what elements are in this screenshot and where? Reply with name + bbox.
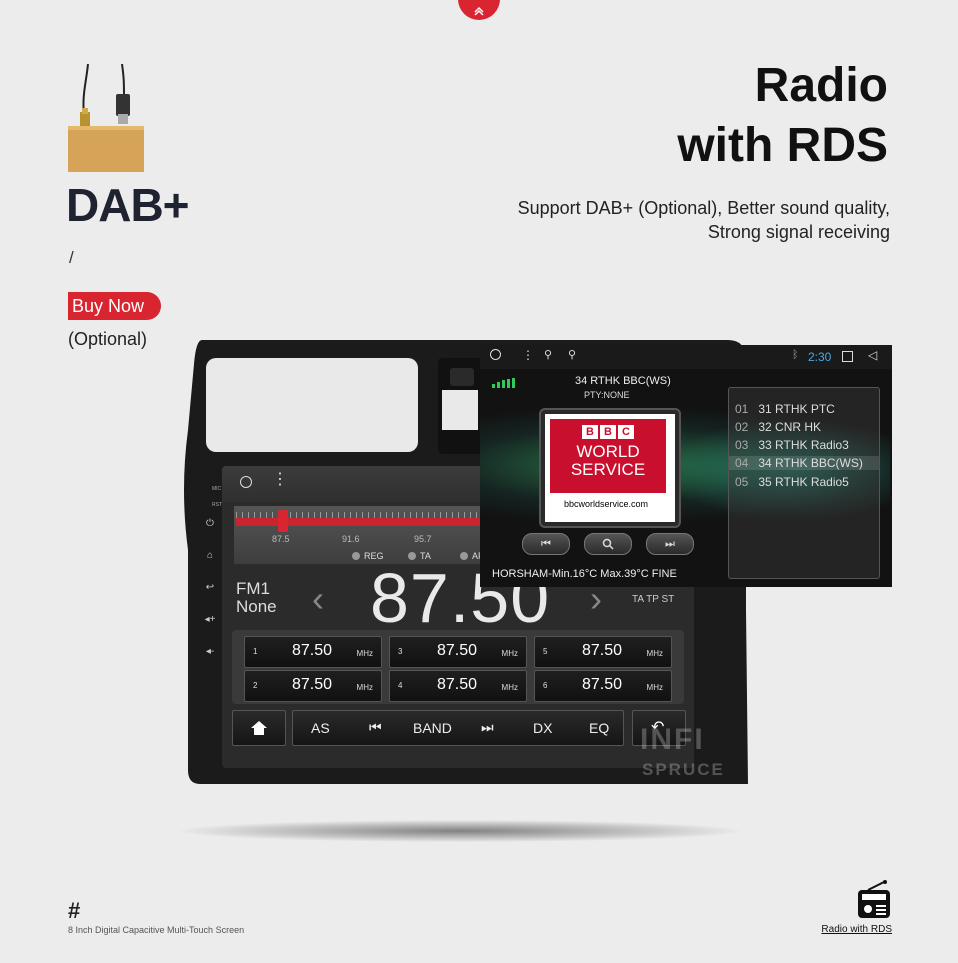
pty-text: PTY:NONE — [584, 390, 630, 400]
rds-previous-button[interactable]: ⏮ — [522, 533, 570, 555]
subtitle-line-1: Support DAB+ (Optional), Better sound qu… — [517, 198, 890, 218]
home-icon[interactable]: ⌂ — [206, 550, 214, 561]
buy-now-button[interactable]: Buy Now — [68, 292, 161, 320]
tuner-bar — [236, 518, 694, 526]
rds-screen: ⋮ ⚲ ⚲ ᛒ 2:30 ◁ 34 RTHK BBC(WS) PTY:NONE … — [480, 345, 892, 587]
tick-label: 95.7 — [414, 534, 432, 544]
heading-line-2: with RDS — [677, 119, 888, 172]
back-icon[interactable]: ↩ — [205, 582, 215, 593]
menu-dots-icon[interactable]: ⋮ — [522, 348, 534, 362]
reg-checkbox[interactable]: REG — [352, 551, 384, 561]
footer-right-caption[interactable]: Radio with RDS — [821, 924, 892, 935]
home-icon — [251, 721, 267, 735]
signal-strength-icon — [492, 378, 515, 388]
back-triangle-icon[interactable]: ◁ — [868, 348, 878, 362]
usb-icon: ⚲ — [568, 349, 577, 361]
logo-url: bbcworldservice.com — [563, 499, 649, 509]
subtitle-line-2: Strong signal receiving — [707, 222, 890, 242]
background-glow — [650, 415, 890, 525]
back-arrow-icon: ↶ — [651, 719, 665, 736]
menu-dots-icon[interactable]: ⋮ — [272, 471, 288, 488]
power-icon[interactable]: ⏻ — [206, 518, 214, 529]
previous-icon[interactable]: ⏮ — [369, 719, 382, 735]
mic-label: MIC — [212, 486, 222, 492]
search-icon — [602, 538, 614, 550]
band-info: FM1 None — [236, 580, 277, 616]
dx-button[interactable]: DX — [533, 720, 553, 736]
radio-controls: AS ⏮ BAND ⏭ DX EQ — [292, 710, 624, 746]
radio-dot-icon — [408, 552, 416, 560]
volume-down-icon[interactable]: ◂- — [205, 646, 215, 657]
heading-line-1: Radio — [754, 59, 888, 112]
separator-text: / — [69, 248, 74, 267]
rds-search-button[interactable] — [584, 533, 632, 555]
radio-dot-icon — [352, 552, 360, 560]
usb-icon: ⚲ — [544, 349, 553, 361]
reset-label: RST — [212, 502, 222, 508]
radio-dot-icon — [460, 552, 468, 560]
band-button[interactable]: BAND — [413, 720, 452, 736]
rds-status-bar: ⋮ ⚲ ⚲ ᛒ 2:30 ◁ — [480, 345, 892, 369]
logo-text: WORLD SERVICE — [570, 442, 646, 479]
weather-text: HORSHAM-Min.16°C Max.39°C FINE — [492, 568, 677, 580]
dab-antenna-box-image — [68, 64, 144, 172]
home-button[interactable] — [232, 710, 286, 746]
radio-screen: ⋮ 87.5 91.6 95.7 REG TA AF FM1 None ‹ 87… — [222, 466, 694, 768]
back-button[interactable]: ↶ — [632, 710, 686, 746]
watermark-line-1: INFI — [640, 723, 705, 756]
next-icon[interactable]: ⏭ — [481, 719, 494, 735]
tick-label: 91.6 — [342, 534, 360, 544]
eq-button[interactable]: EQ — [589, 720, 610, 736]
tuner-knob[interactable] — [278, 510, 288, 532]
chevron-up-icon — [474, 6, 484, 16]
band-label: FM1 — [236, 579, 270, 598]
footer-left-caption: 8 Inch Digital Capacitive Multi-Touch Sc… — [68, 925, 245, 935]
radio-control-bar: AS ⏮ BAND ⏭ DX EQ ↶ — [232, 710, 688, 746]
station-name: 34 RTHK BBC(WS) — [575, 375, 671, 387]
hash-symbol: # — [68, 898, 81, 923]
optional-label: (Optional) — [68, 329, 148, 349]
scroll-up-tab[interactable] — [458, 0, 500, 20]
radio-icon — [858, 880, 890, 918]
rds-next-button[interactable]: ⏭ — [646, 533, 694, 555]
watermark-line-2: SPRUCE — [642, 760, 725, 779]
circle-icon[interactable] — [240, 476, 252, 488]
clock-time: 2:30 — [808, 350, 832, 364]
circle-icon[interactable] — [490, 349, 501, 360]
volume-up-icon[interactable]: ◂+ — [204, 614, 216, 625]
recent-apps-icon[interactable] — [842, 351, 853, 362]
rds-flags: TA TP ST — [632, 594, 675, 605]
af-checkbox[interactable]: AF — [460, 551, 484, 561]
as-button[interactable]: AS — [311, 720, 330, 736]
tuner-ticks — [236, 512, 694, 518]
pty-label: None — [236, 597, 277, 616]
dab-title: DAB+ — [66, 179, 190, 231]
bluetooth-icon: ᛒ — [792, 349, 799, 361]
tick-label: 87.5 — [272, 534, 290, 544]
seek-right-arrow-icon[interactable]: › — [590, 578, 602, 619]
seek-left-arrow-icon[interactable]: ‹ — [312, 578, 324, 619]
device-shadow — [180, 820, 740, 842]
ta-checkbox[interactable]: TA — [408, 551, 431, 561]
